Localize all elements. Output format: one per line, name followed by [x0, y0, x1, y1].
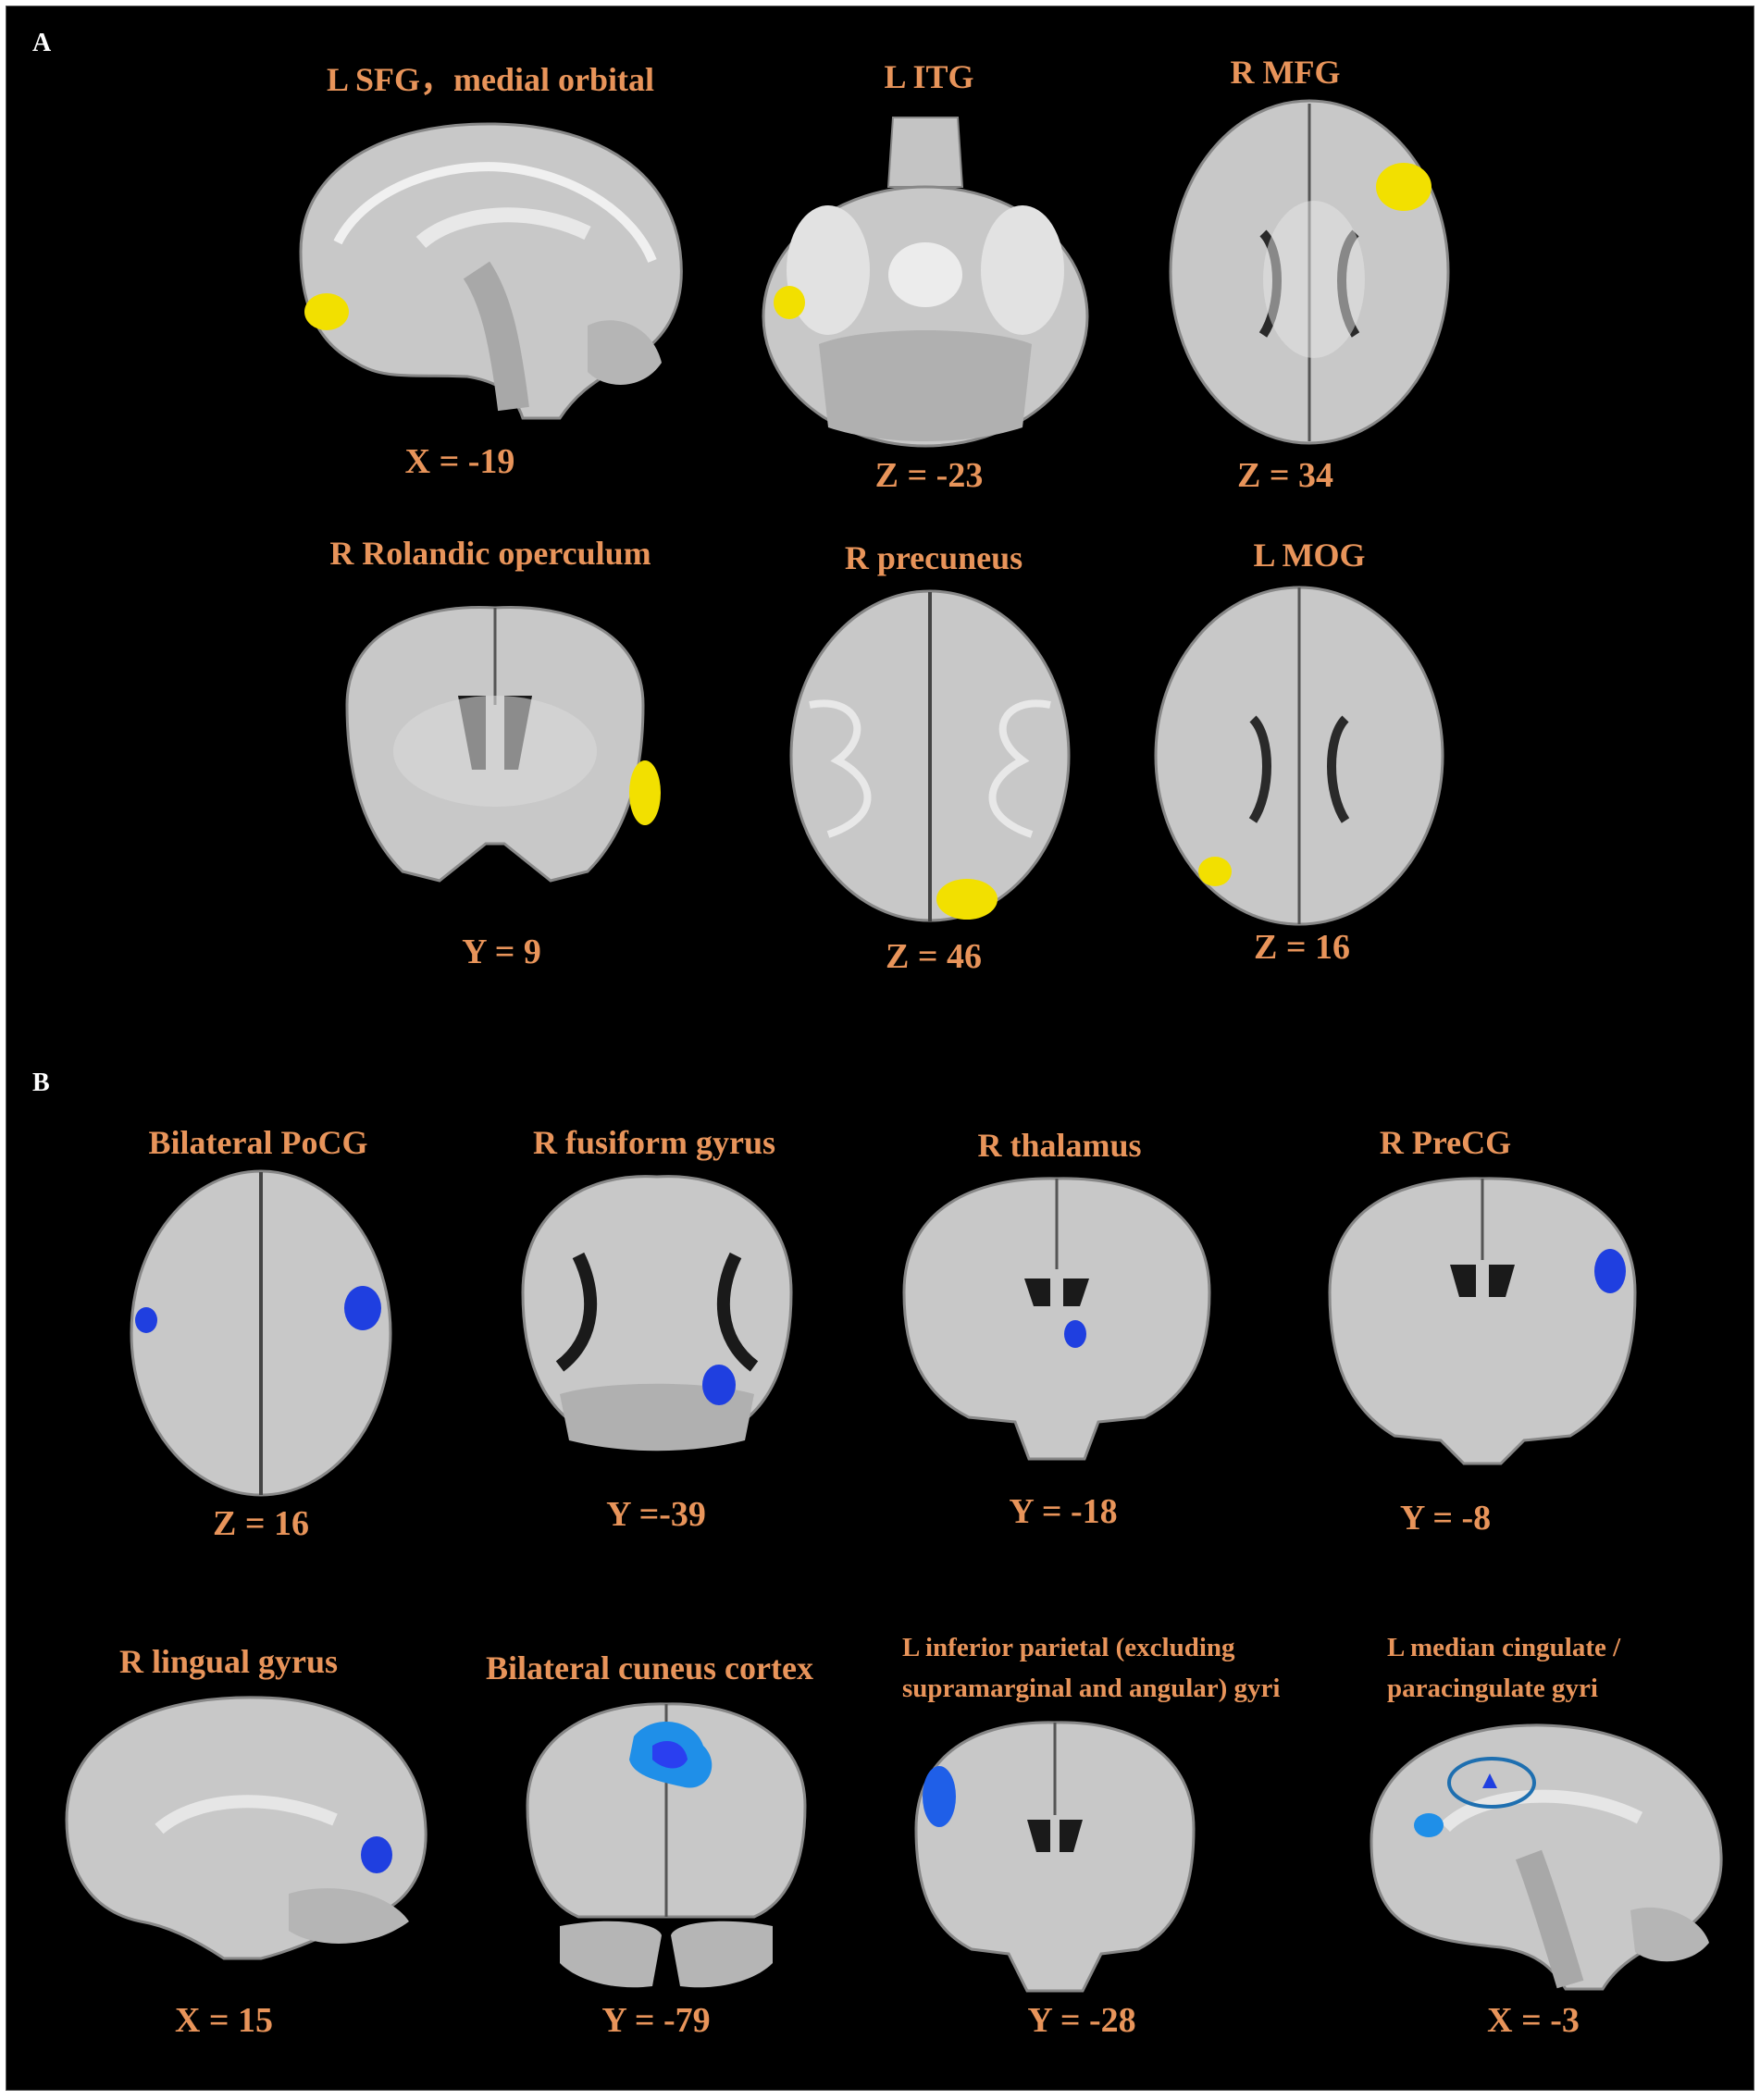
- panel-b-coord-3: Y = -18: [1009, 1492, 1118, 1531]
- panel-b-letter: B: [32, 1069, 50, 1097]
- panel-b-title-6: Bilateral cuneus cortex: [486, 1649, 813, 1686]
- brain-slice-coronal-thalamus: [886, 1167, 1228, 1468]
- brain-slice-sagittal-cingulate: [1362, 1716, 1728, 1994]
- panel-b-title-2: R fusiform gyrus: [533, 1124, 775, 1161]
- panel-b-coord-7: Y = -28: [1027, 2001, 1136, 2040]
- panel-b-title-3: R thalamus: [977, 1127, 1142, 1164]
- brain-slice-axial-high: [782, 585, 1078, 932]
- brain-slice-coronal-fusiform: [504, 1163, 810, 1459]
- brain-slice-sagittal-lingual: [57, 1690, 432, 1968]
- brain-slice-coronal-ipl: [902, 1713, 1208, 2000]
- panel-a-letter: A: [32, 29, 52, 57]
- panel-b-coord-6: Y = -79: [601, 2001, 711, 2040]
- panel-a-coord-1: X = -19: [404, 442, 515, 481]
- brain-slice-axial-pocg: [122, 1165, 400, 1502]
- panel-a-title-5: R precuneus: [844, 539, 1023, 576]
- panel-a-coord-6: Z = 16: [1254, 928, 1350, 967]
- panel-b-coord-1: Z = 16: [213, 1504, 309, 1543]
- brain-slice-sagittal: [282, 113, 699, 432]
- panel-a-title-4: R Rolandic operculum: [329, 535, 651, 572]
- panel-b-coord-5: X = 15: [174, 2001, 274, 2040]
- panel-a-title-6: L MOG: [1253, 537, 1366, 574]
- brain-slice-coronal: [319, 594, 671, 890]
- brain-slice-axial: [1161, 94, 1457, 451]
- panel-a-coord-3: Z = 34: [1237, 456, 1333, 495]
- panel-b-title-7: L inferior parietal (excluding supramarg…: [902, 1627, 1280, 1709]
- panel-b-coord-8: X = -3: [1487, 2001, 1580, 2040]
- panel-a-coord-4: Y = 9: [462, 933, 541, 971]
- panel-b-title-4: R PreCG: [1379, 1124, 1512, 1161]
- panel-b-coord-4: Y = -8: [1399, 1499, 1492, 1538]
- panel-a-title-3: R MFG: [1230, 54, 1341, 91]
- panel-b-title-8: L median cingulate / paracingulate gyri: [1387, 1627, 1620, 1709]
- brain-slice-coronal-cuneus: [514, 1695, 819, 1995]
- brain-slice-axial-mog: [1146, 580, 1452, 932]
- panel-a-coord-2: Z = -23: [874, 456, 984, 495]
- panel-a-title-2: L ITG: [884, 58, 974, 95]
- figure-panel: A L SFG，medial orbital X = -19 L ITG Z =…: [6, 6, 1754, 2091]
- panel-b-title-8-line-1: L median cingulate /: [1387, 1633, 1621, 1662]
- panel-b-title-1: Bilateral PoCG: [148, 1124, 368, 1161]
- brain-slice-coronal-precg: [1311, 1167, 1654, 1473]
- panel-b-coord-2: Y =-39: [606, 1495, 706, 1534]
- panel-a-coord-5: Z = 46: [886, 937, 982, 976]
- panel-b-title-7-line-1: L inferior parietal (excluding: [902, 1633, 1235, 1662]
- panel-b-title-5: R lingual gyrus: [118, 1643, 339, 1680]
- panel-a-title-1: L SFG，medial orbital: [326, 61, 655, 98]
- panel-b-title-8-line-2: paracingulate gyri: [1387, 1674, 1598, 1703]
- brain-slice-axial-low: [754, 113, 1097, 455]
- panel-b-title-7-line-2: supramarginal and angular) gyri: [902, 1674, 1281, 1703]
